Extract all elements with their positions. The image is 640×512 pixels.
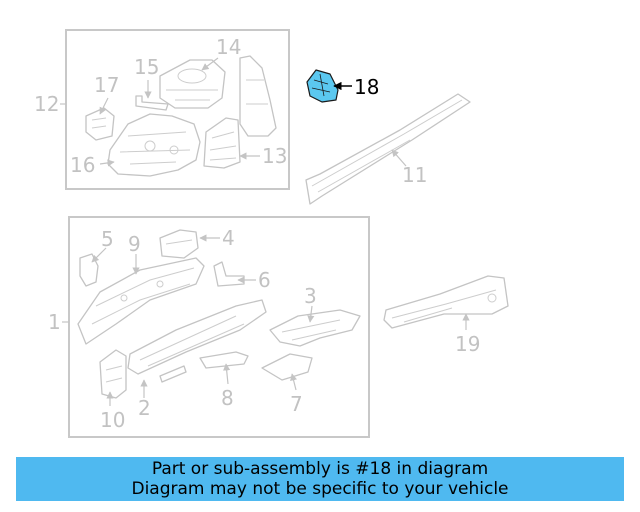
part-7 [261,353,313,381]
part-13 [203,117,241,169]
callout-5: 5 [101,227,114,251]
callout-12: 12 [34,92,59,116]
callout-3: 3 [304,284,317,308]
callout-6: 6 [258,268,271,292]
group-box-1 [68,216,370,438]
callout-15: 15 [134,55,159,79]
callout-17: 17 [94,73,119,97]
group-box-12 [65,29,290,190]
callout-13: 13 [262,144,287,168]
info-banner: Part or sub-assembly is #18 in diagram D… [16,457,624,501]
callout-8: 8 [221,386,234,410]
part-15 [135,95,169,111]
callout-10: 10 [100,408,125,432]
callout-18[interactable]: 18 [354,75,379,99]
part-2 [127,299,267,375]
callout-4: 4 [222,226,235,250]
part-6 [213,261,245,287]
part-8 [199,351,249,369]
part-19 [383,275,509,329]
part-3 [269,309,361,347]
callout-2: 2 [138,396,151,420]
part-14-side-panel [239,55,277,137]
part-10 [99,349,127,399]
part-14 [159,59,226,109]
part-4 [159,229,199,259]
part-2-strip [159,365,187,383]
callout-1: 1 [48,310,61,334]
callout-16: 16 [70,153,95,177]
callout-19: 19 [455,332,480,356]
callout-11: 11 [402,163,427,187]
part-11 [305,93,471,205]
part-18-highlighted[interactable] [306,69,339,103]
callout-7: 7 [290,392,303,416]
callout-14: 14 [216,35,241,59]
banner-line-2: Diagram may not be specific to your vehi… [131,479,509,499]
callout-9: 9 [128,232,141,256]
banner-line-1: Part or sub-assembly is #18 in diagram [151,459,489,479]
part-16 [107,113,201,177]
part-9 [77,257,205,345]
